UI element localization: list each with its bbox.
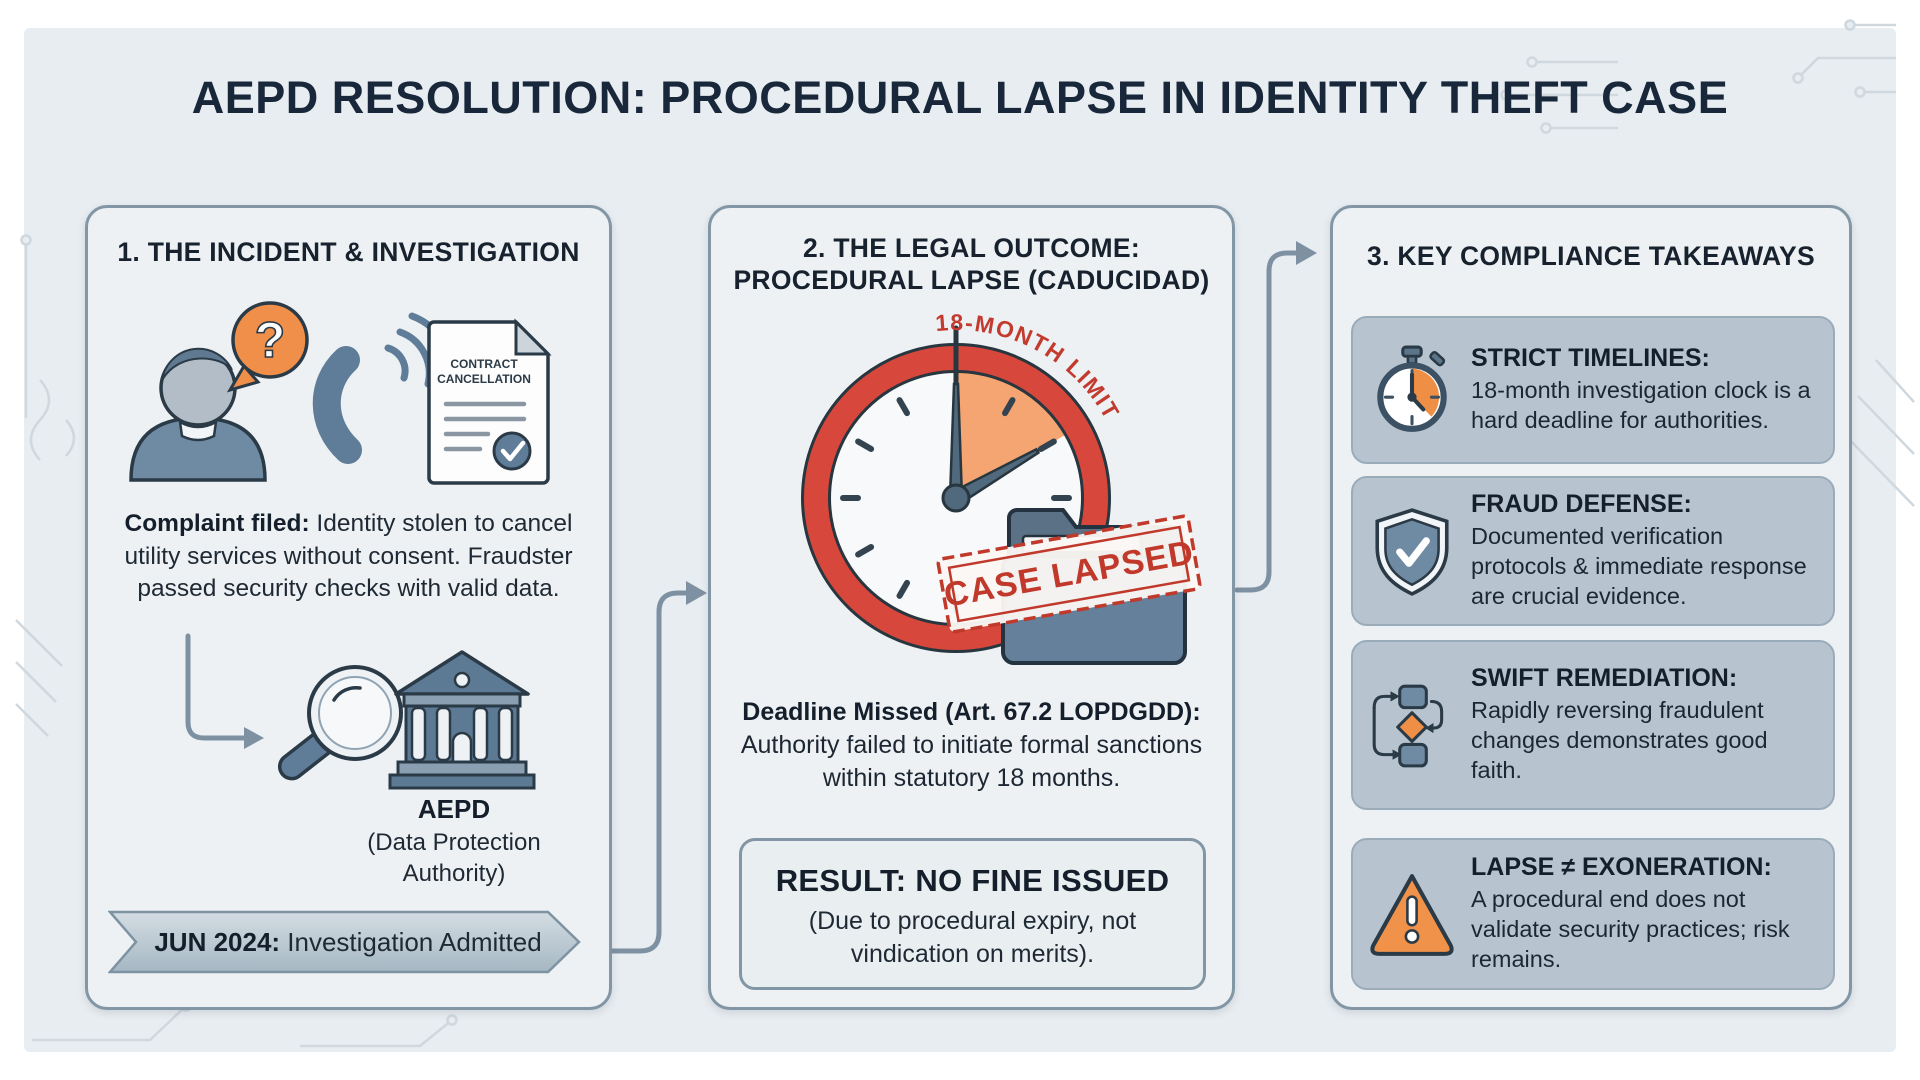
authority-name: AEPD: [417, 794, 491, 824]
deadline-clock-illustration: 18-MONTH LIMIT CASE LAPSED: [801, 309, 1202, 665]
clock-icon: [801, 325, 1111, 653]
magnifier-icon: [277, 665, 403, 781]
takeaway-text: 18-month investigation clock is a hard d…: [1471, 377, 1811, 433]
result-subtitle: (Due to procedural expiry, not vindicati…: [808, 907, 1137, 968]
warning-triangle-icon: [1353, 868, 1471, 960]
banner-ribbon-shape: [108, 910, 581, 974]
panel-compliance-takeaways: 3. KEY COMPLIANCE TAKEAWAYS: [1330, 205, 1852, 1010]
panel-incident-investigation: 1. THE INCIDENT & INVESTIGATION ?: [85, 205, 612, 1010]
result-box: RESULT: NO FINE ISSUED (Due to procedura…: [739, 838, 1206, 990]
building-icon: [388, 650, 536, 790]
takeaway-text: Rapidly reversing fraudulent changes dem…: [1471, 697, 1768, 783]
panel3-heading: 3. KEY COMPLIANCE TAKEAWAYS: [1367, 241, 1815, 271]
banner-event: Investigation Admitted: [280, 926, 542, 957]
takeaway-text: Documented verification protocols & imme…: [1471, 523, 1807, 609]
authority-subtitle: (Data Protection Authority): [367, 828, 541, 887]
stopwatch-icon: [1353, 344, 1471, 436]
takeaway-title: LAPSE ≠ EXONERATION:: [1471, 853, 1772, 882]
contract-document-icon: CONTRACT CANCELLATION: [427, 318, 552, 485]
panel-legal-outcome: 2. THE LEGAL OUTCOME: PROCEDURAL LAPSE (…: [708, 205, 1235, 1010]
deadline-body: Authority failed to initiate formal sanc…: [740, 731, 1203, 792]
complaint-lead: Complaint filed:: [124, 510, 310, 537]
question-bubble-icon: ?: [226, 301, 309, 393]
panel1-heading: 1. THE INCIDENT & INVESTIGATION: [117, 237, 580, 267]
takeaway-card-fraud-defense: FRAUD DEFENSE: Documented verification p…: [1351, 476, 1835, 626]
down-right-arrow: [185, 633, 264, 749]
takeaway-card-lapse-not-exoneration: LAPSE ≠ EXONERATION: A procedural end do…: [1351, 838, 1835, 990]
svg-text:?: ?: [255, 312, 286, 368]
complaint-body: Identity stolen to cancel utility servic…: [124, 510, 573, 603]
takeaway-card-strict-timelines: STRICT TIMELINES: 18-month investigation…: [1351, 316, 1835, 464]
takeaway-card-swift-remediation: SWIFT REMEDIATION: Rapidly reversing fra…: [1351, 640, 1835, 810]
doc-title-line1: CONTRACT: [450, 357, 518, 371]
shield-check-icon: [1353, 505, 1471, 597]
banner-text: JUN 2024: Investigation Admitted: [148, 910, 548, 974]
result-title: RESULT: NO FINE ISSUED: [775, 863, 1170, 898]
panel2-heading: 2. THE LEGAL OUTCOME: PROCEDURAL LAPSE (…: [711, 232, 1232, 297]
takeaway-title: STRICT TIMELINES:: [1471, 344, 1710, 373]
doc-title-line2: CANCELLATION: [437, 372, 531, 386]
panel2-heading-line2: PROCEDURAL LAPSE (CADUCIDAD): [733, 265, 1210, 296]
takeaway-text: A procedural end does not validate secur…: [1471, 886, 1790, 972]
person-icon: [129, 347, 267, 482]
timeline-banner: JUN 2024: Investigation Admitted: [108, 910, 582, 974]
page-title: AEPD RESOLUTION: PROCEDURAL LAPSE IN IDE…: [191, 72, 1729, 123]
panel2-heading-line1: 2. THE LEGAL OUTCOME:: [802, 233, 1141, 263]
deadline-lead: Deadline Missed (Art. 67.2 LOPDGDD):: [742, 698, 1201, 726]
deadline-paragraph: Deadline Missed (Art. 67.2 LOPDGDD): Aut…: [719, 696, 1224, 795]
banner-date: JUN 2024:: [154, 926, 281, 957]
authority-label: AEPD (Data Protection Authority): [328, 793, 580, 889]
takeaway-title: FRAUD DEFENSE:: [1471, 490, 1692, 519]
complaint-paragraph: Complaint filed: Identity stolen to canc…: [98, 508, 599, 606]
flowchart-icon: [1353, 679, 1471, 771]
takeaway-title: SWIFT REMEDIATION:: [1471, 664, 1738, 693]
panel1-illustrations: ? CONTRACT CANCELLATION: [129, 301, 552, 790]
